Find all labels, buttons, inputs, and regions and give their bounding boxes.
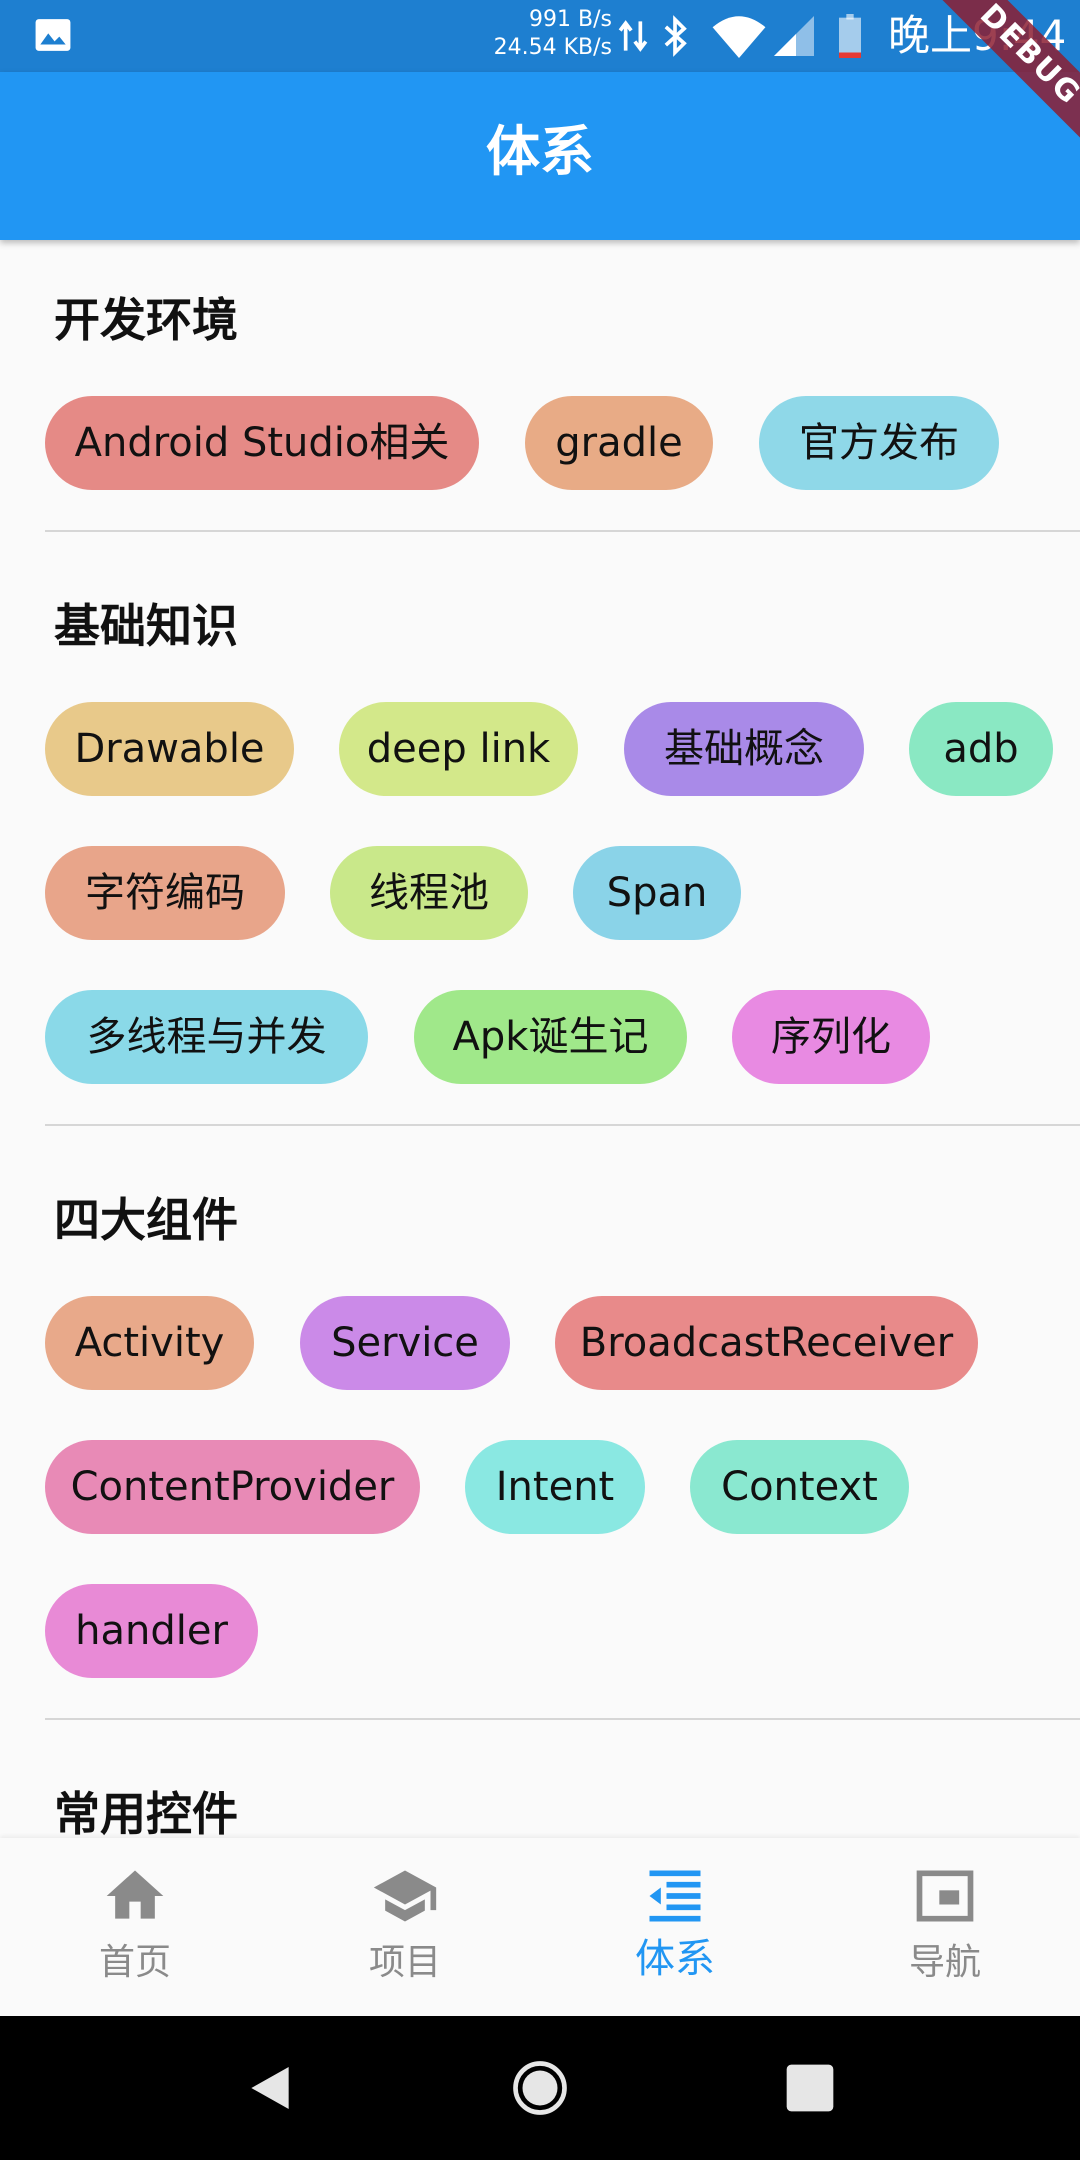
picture-in-picture-icon bbox=[916, 1870, 974, 1922]
speed-up: 991 B/s bbox=[529, 7, 612, 32]
tag-chip[interactable]: Service bbox=[300, 1296, 510, 1390]
battery-icon bbox=[839, 14, 861, 58]
system-navigation-bar bbox=[0, 2016, 1080, 2160]
tag-chip[interactable]: 序列化 bbox=[732, 990, 930, 1084]
nav-item-navigation[interactable]: 导航 bbox=[810, 1838, 1080, 2016]
section-divider bbox=[45, 1124, 1080, 1126]
school-icon bbox=[373, 1870, 437, 1922]
tag-chip[interactable]: Context bbox=[690, 1440, 909, 1534]
nav-label: 项目 bbox=[368, 1942, 441, 1983]
tag-chip[interactable]: Activity bbox=[45, 1296, 254, 1390]
image-notification-icon bbox=[35, 19, 71, 51]
tag-chip[interactable]: 线程池 bbox=[330, 846, 528, 940]
nav-label: 首页 bbox=[98, 1942, 171, 1983]
tag-chip[interactable]: Apk诞生记 bbox=[414, 990, 687, 1084]
back-icon[interactable] bbox=[242, 2060, 298, 2116]
bluetooth-icon bbox=[664, 15, 687, 57]
section-divider bbox=[45, 530, 1080, 532]
app-bar: 体系 bbox=[0, 72, 1080, 240]
page-title: 体系 bbox=[486, 120, 594, 183]
network-speed: 991 B/s 24.54 KB/s bbox=[470, 6, 612, 62]
recents-icon[interactable] bbox=[782, 2060, 838, 2116]
tag-chip[interactable]: gradle bbox=[525, 396, 713, 490]
section-title: 开发环境 bbox=[54, 293, 238, 347]
section-title: 基础知识 bbox=[54, 599, 238, 653]
tag-chip[interactable]: BroadcastReceiver bbox=[555, 1296, 978, 1390]
tag-chip[interactable]: 基础概念 bbox=[624, 702, 864, 796]
status-bar: 991 B/s 24.54 KB/s 晚上9:44 bbox=[0, 0, 1080, 72]
tag-chip[interactable]: deep link bbox=[339, 702, 578, 796]
list-icon bbox=[649, 1870, 701, 1922]
nav-label: 体系 bbox=[635, 1936, 715, 1982]
tag-chip[interactable]: Intent bbox=[465, 1440, 645, 1534]
section-divider bbox=[45, 1718, 1080, 1720]
cell-signal-icon bbox=[774, 16, 814, 56]
tag-chip[interactable]: 官方发布 bbox=[759, 396, 999, 490]
tag-chip[interactable]: ContentProvider bbox=[45, 1440, 420, 1534]
data-transfer-icon bbox=[618, 20, 648, 52]
section-title: 常用控件 bbox=[54, 1787, 238, 1840]
tag-chip[interactable]: Span bbox=[573, 846, 741, 940]
home-icon bbox=[106, 1870, 164, 1919]
speed-down: 24.54 KB/s bbox=[493, 35, 612, 60]
nav-item-projects[interactable]: 项目 bbox=[270, 1838, 540, 2016]
section-title: 四大组件 bbox=[54, 1193, 238, 1247]
tag-chip[interactable]: handler bbox=[45, 1584, 258, 1678]
nav-item-home[interactable]: 首页 bbox=[0, 1838, 270, 2016]
bottom-navigation: 首页 项目 体系 导航 bbox=[0, 1838, 1080, 2016]
tag-chip[interactable]: adb bbox=[909, 702, 1053, 796]
tag-chip[interactable]: Android Studio相关 bbox=[45, 396, 479, 490]
tag-chip[interactable]: Drawable bbox=[45, 702, 294, 796]
home-circle-icon[interactable] bbox=[512, 2060, 568, 2116]
tag-chip[interactable]: 多线程与并发 bbox=[45, 990, 368, 1084]
nav-item-system[interactable]: 体系 bbox=[540, 1838, 810, 2016]
wifi-icon bbox=[712, 16, 766, 58]
tag-chip[interactable]: 字符编码 bbox=[45, 846, 285, 940]
system-category-list[interactable]: 开发环境 Android Studio相关 gradle 官方发布 基础知识 D… bbox=[0, 240, 1080, 1840]
nav-label: 导航 bbox=[908, 1942, 981, 1983]
